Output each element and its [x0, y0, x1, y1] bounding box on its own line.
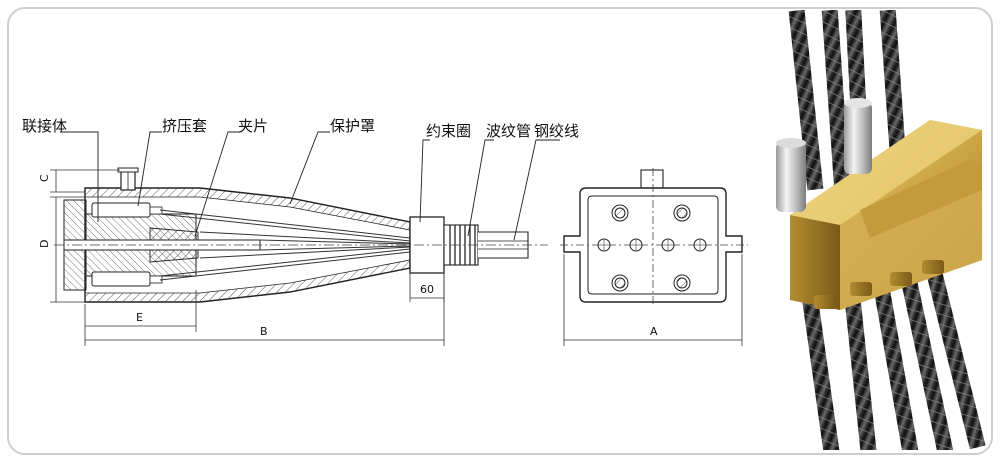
label-steel-strand: 钢绞线 [534, 122, 579, 140]
side-section-view [50, 131, 560, 346]
dim-label-e: E [136, 311, 143, 324]
label-extrusion-sleeve: 挤压套 [162, 117, 207, 135]
end-view [560, 168, 748, 346]
dim-label-b: B [260, 325, 268, 338]
dim-label-a: A [650, 325, 658, 338]
label-binding-ring: 约束圈 [426, 122, 471, 140]
label-clip: 夹片 [238, 117, 268, 135]
dim-label-c: C [38, 174, 51, 182]
product-photo-panel [770, 10, 990, 450]
dim-label-60: 60 [420, 283, 434, 296]
dim-label-d: D [38, 240, 51, 248]
label-corrugated-pipe: 波纹管 [486, 122, 531, 140]
label-connector-body: 联接体 [22, 117, 67, 135]
label-protective-cover: 保护罩 [330, 117, 375, 135]
anchor-coupler-photo [776, 10, 986, 450]
